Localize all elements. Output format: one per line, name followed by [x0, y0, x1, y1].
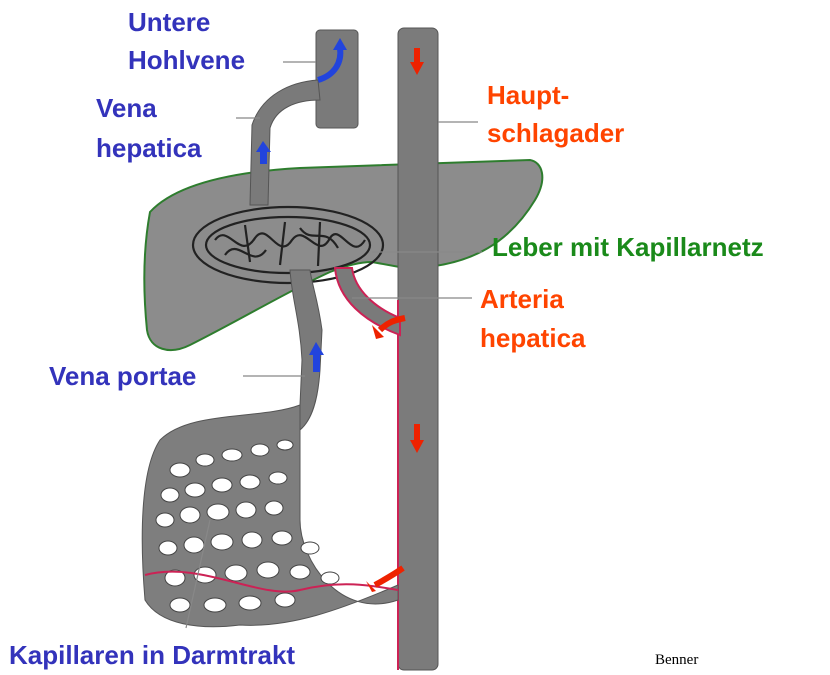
label-vena-hepatica-2: hepatica — [96, 133, 202, 164]
label-untere-hohlvene-1: Untere — [128, 7, 210, 38]
label-kapillaren-in-darmtrakt: Kapillaren in Darmtrakt — [9, 640, 295, 671]
label-vena-portae: Vena portae — [49, 361, 196, 392]
label-hauptschlagader-1: Haupt- — [487, 80, 569, 111]
label-untere-hohlvene-2: Hohlvene — [128, 45, 245, 76]
label-arteria-hepatica-1: Arteria — [480, 284, 564, 315]
label-leber-mit-kapillarnetz: Leber mit Kapillarnetz — [492, 232, 764, 263]
label-arteria-hepatica-2: hepatica — [480, 323, 586, 354]
label-hauptschlagader-2: schlagader — [487, 118, 624, 149]
author-credit: Benner — [655, 652, 698, 669]
label-vena-hepatica-1: Vena — [96, 93, 157, 124]
hauptschlagader-vessel — [398, 28, 438, 670]
liver — [144, 160, 542, 350]
